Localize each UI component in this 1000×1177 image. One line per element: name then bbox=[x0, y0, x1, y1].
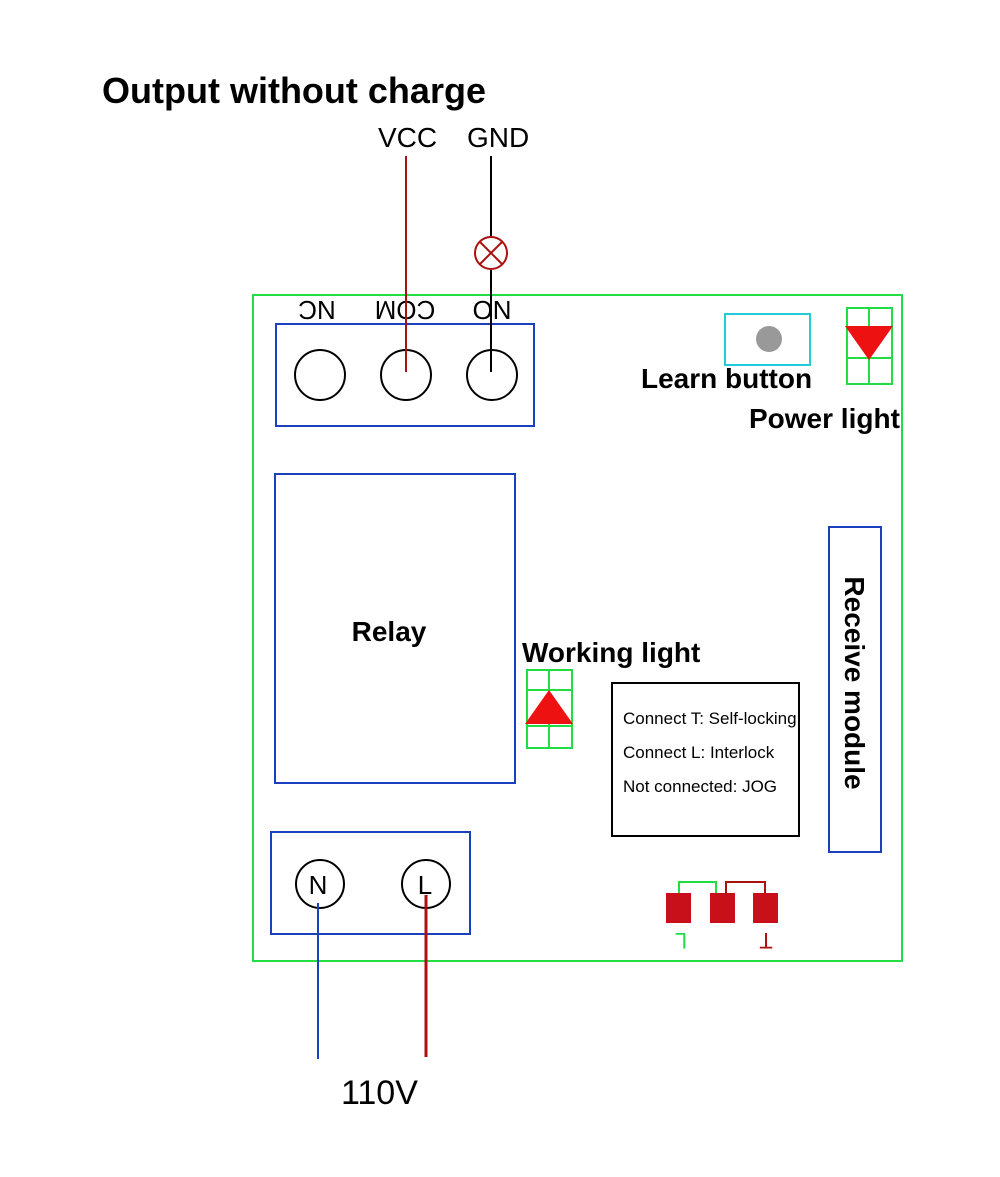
mode-note-box bbox=[611, 682, 800, 837]
l-label: L bbox=[418, 870, 432, 900]
n-label: N bbox=[309, 870, 328, 900]
jumper-t-label: T bbox=[759, 928, 772, 953]
working-light-led-icon bbox=[525, 669, 573, 749]
learn-button bbox=[756, 326, 782, 352]
receive-module-block bbox=[828, 526, 882, 853]
mode-note-line-3: Not connected: JOG bbox=[623, 777, 777, 796]
vcc-label: VCC bbox=[378, 122, 437, 153]
receive-module-label: Receive module bbox=[839, 576, 870, 789]
relay-block bbox=[274, 473, 516, 784]
diagram-title: Output without charge bbox=[102, 70, 486, 111]
supply-voltage-label: 110V bbox=[341, 1074, 418, 1112]
nc-label: NC bbox=[298, 295, 336, 325]
working-light-label: Working light bbox=[522, 637, 700, 668]
jumper-pads bbox=[666, 881, 778, 923]
n-terminal bbox=[295, 859, 345, 909]
gnd-label: GND bbox=[467, 122, 529, 153]
jumper-l-label: L bbox=[675, 928, 687, 953]
board-outline bbox=[252, 294, 903, 962]
power-light-label: Power light bbox=[749, 403, 900, 434]
mode-note-line-2: Connect L: Interlock bbox=[623, 743, 775, 762]
relay-label: Relay bbox=[352, 616, 427, 647]
learn-button-frame bbox=[724, 313, 811, 366]
learn-button-label: Learn button bbox=[641, 363, 812, 394]
input-terminal-block bbox=[270, 831, 471, 935]
lamp-icon bbox=[474, 236, 508, 270]
nc-terminal bbox=[294, 349, 346, 401]
mode-note-line-1: Connect T: Self-locking bbox=[623, 709, 797, 728]
power-light-led-icon bbox=[845, 307, 893, 385]
